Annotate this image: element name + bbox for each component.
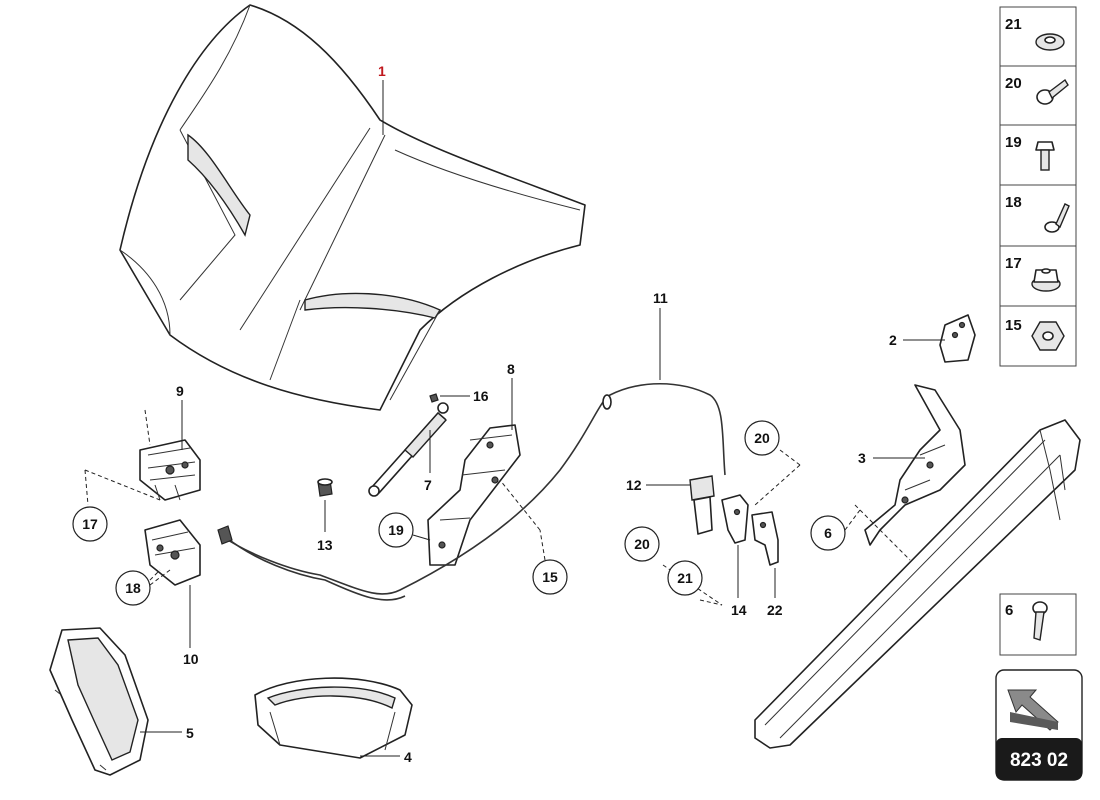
- callout-10: 10: [183, 651, 199, 667]
- circle-callout-15: 15: [532, 559, 568, 595]
- legend-label-19: 19: [1005, 134, 1022, 151]
- part-5-cover[interactable]: [49, 627, 149, 776]
- callout-5: 5: [186, 725, 194, 741]
- svg-text:17: 17: [82, 516, 98, 532]
- screw-icon: [1036, 78, 1069, 105]
- callout-1: 1: [378, 63, 386, 79]
- part-13-rubber-buffer[interactable]: [317, 478, 333, 497]
- part-9-lock[interactable]: [139, 439, 201, 501]
- callout-22: 22: [767, 602, 783, 618]
- callout-11: 11: [653, 290, 668, 306]
- legend-label-20: 20: [1005, 75, 1022, 92]
- washer-icon: [1035, 33, 1065, 51]
- legend-label-17: 17: [1005, 255, 1022, 272]
- svg-text:15: 15: [542, 569, 558, 585]
- part-7-gas-strut[interactable]: [368, 393, 449, 497]
- part-14-bracket[interactable]: [721, 494, 749, 544]
- circle-callout-20-a: 20: [744, 420, 780, 456]
- callout-13: 13: [317, 537, 333, 553]
- svg-text:20: 20: [754, 430, 770, 446]
- part-22-holder[interactable]: [751, 511, 779, 566]
- circle-callout-17: 17: [72, 506, 108, 542]
- circle-callout-20-b: 20: [624, 526, 660, 562]
- callout-2: 2: [889, 332, 897, 348]
- cross-member[interactable]: [754, 419, 1081, 749]
- back-arrow-icon: [1007, 689, 1059, 731]
- bolt-icon: [1035, 141, 1055, 171]
- callout-9: 9: [176, 383, 184, 399]
- legend-cell-21[interactable]: [999, 6, 1077, 67]
- circle-callout-21: 21: [667, 560, 703, 596]
- svg-text:20: 20: [634, 536, 650, 552]
- circle-callout-6: 6: [810, 515, 846, 551]
- part-8-hinge[interactable]: [427, 424, 521, 566]
- svg-text:21: 21: [677, 570, 693, 586]
- long-bolt-icon: [1044, 203, 1070, 233]
- fastener-legend: 21 20 19 18 17 15: [999, 6, 1077, 656]
- page-number: 823 02: [1010, 750, 1068, 771]
- legend-cell-19[interactable]: [999, 124, 1077, 186]
- part-11-release-cable[interactable]: [217, 383, 726, 601]
- callout-16: 16: [473, 388, 489, 404]
- svg-text:18: 18: [125, 580, 141, 596]
- svg-text:19: 19: [388, 522, 404, 538]
- hex-nut-icon: [1031, 321, 1065, 351]
- svg-text:6: 6: [824, 525, 832, 541]
- callout-8: 8: [507, 361, 515, 377]
- legend-label-18: 18: [1005, 194, 1022, 211]
- part-1-bonnet[interactable]: [119, 4, 586, 411]
- callout-3: 3: [858, 450, 866, 466]
- legend-label-21: 21: [1005, 16, 1022, 33]
- callout-14: 14: [731, 602, 747, 618]
- callout-7: 7: [424, 477, 432, 493]
- callout-12: 12: [626, 477, 642, 493]
- part-4-tray[interactable]: [254, 677, 413, 759]
- part-3-lever[interactable]: [864, 384, 966, 546]
- flange-nut-icon: [1031, 268, 1061, 292]
- part-12-release-handle[interactable]: [689, 475, 715, 535]
- flange-bolt-icon: [1032, 601, 1048, 641]
- part-10-striker[interactable]: [144, 519, 201, 586]
- part-2-clip[interactable]: [939, 314, 976, 363]
- legend-label-15: 15: [1005, 317, 1022, 334]
- circle-callout-18: 18: [115, 570, 151, 606]
- page-badge[interactable]: 823 02: [995, 669, 1083, 781]
- callout-4: 4: [404, 749, 412, 765]
- legend-label-6: 6: [1005, 602, 1013, 619]
- circle-callout-19: 19: [378, 512, 414, 548]
